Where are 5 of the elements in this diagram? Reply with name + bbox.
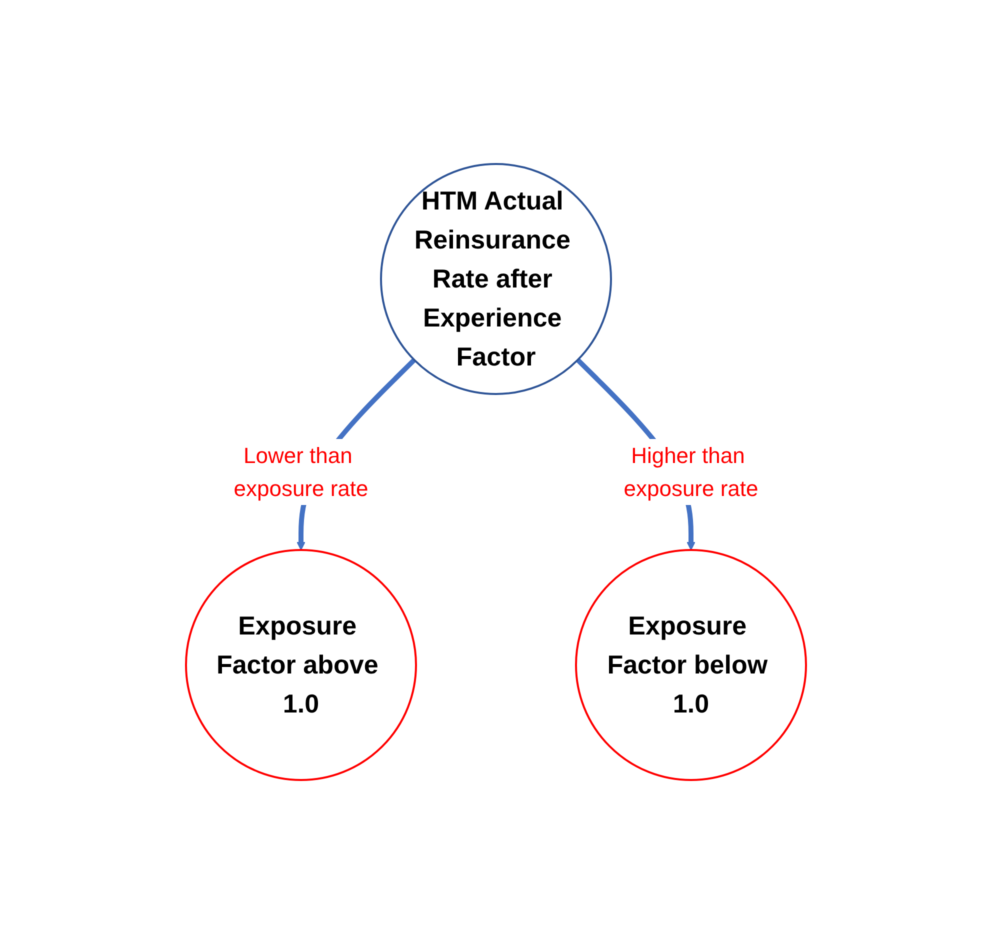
- edge-label: Lower than exposure rate: [234, 442, 368, 500]
- edge-label: Higher than exposure rate: [624, 442, 758, 500]
- node-circle: Exposure Factor above 1.0: [185, 548, 417, 780]
- node-circle: Exposure Factor below 1.0: [575, 548, 807, 780]
- node-circle: HTM Actual Reinsurance Rate after Experience Factor: [380, 162, 612, 394]
